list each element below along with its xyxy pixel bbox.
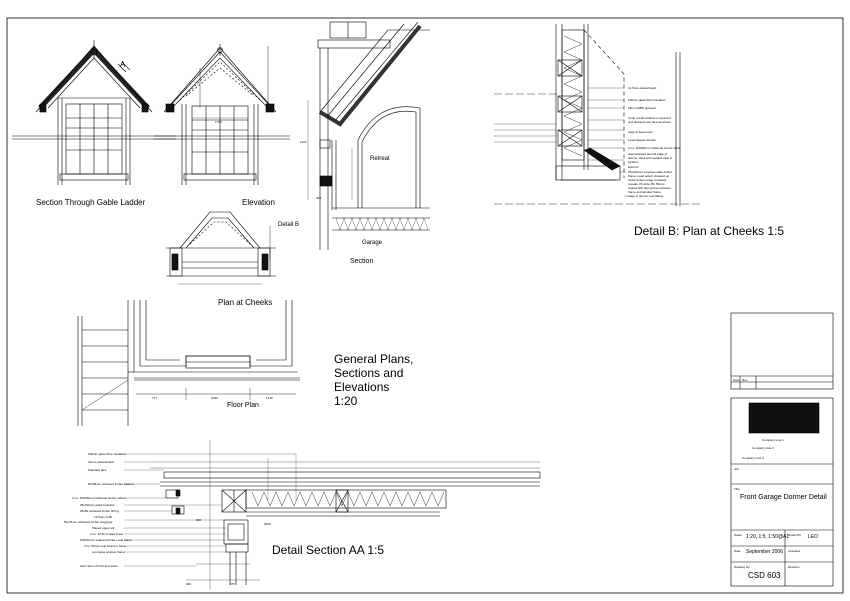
annotation-aa: 35x100mm joists boarded [80,503,115,507]
annotation-b: edge of lead cover [628,130,653,134]
dim-text: 375 [230,582,236,586]
annotation-aa: 100mm glass fibre insulation [88,452,127,456]
annotation-aa: Planed upper sill [92,526,115,530]
section-drawing [307,21,430,250]
annotation-aa: 2 no. 100x50mm softwood timber rafters [72,496,126,500]
annotation-b: 12.5mm plasterboard [628,86,657,90]
dim-text: 1750 [215,120,222,124]
label-plan-at-cheeks: Plan at Cheeks [218,298,273,307]
tb-date-label2: Date [734,549,741,553]
annotation-b: Lead capped cheeks [628,138,656,142]
tb-revision-label: Revision [788,565,800,569]
tb-date-value: September 2006 [746,549,783,555]
label-detail-section-aa: Detail Section AA 1:5 [272,543,385,557]
annotation-aa: Standard tiles [88,468,107,472]
plan-at-cheeks-drawing [166,211,276,285]
dim-text: 200 [196,518,202,522]
dim-text: 1100 [300,140,307,144]
section-marker-a: A [120,60,126,69]
dim-text: 1215 [266,396,273,400]
general-plans-line: Elevations [334,380,390,394]
annotation-b: 18mm WBP plywood [628,106,656,110]
sheet-border [6,17,844,594]
annotation-b: lead roll [628,165,639,169]
annotation-b: Code 4 lead soakers to plywood and dress… [628,116,671,124]
annotation-aa: 2 no. 12.5mm lead sheet [90,532,124,536]
tb-job-label: Job [734,467,739,471]
detail-b-drawing [494,24,700,206]
annotation-aa: a purpose window frame [92,550,125,554]
annotation-b: 75x100mm purpose made timber frame. Lead… [628,170,673,194]
gable-section-drawing [12,40,176,185]
tb-checked-label: Checked [788,549,800,553]
elevation-drawing [154,44,290,185]
tb-rev-label: Rev [742,378,748,382]
label-floor-plan: Floor Plan [227,402,259,409]
label-section: Section [350,258,374,265]
tb-logo-line: Company Line 2 [752,446,774,450]
annotation-b: 2 no. 100x50mm softwood timber studs [628,146,681,150]
tb-scale-label: Scale [734,533,742,537]
dim-text: 360 [186,582,192,586]
annotation-b: 100mm glass fibre insulation [628,98,667,102]
dim-text: 1050 [211,396,218,400]
tb-drawing-no-label: Drawing No [734,565,750,569]
annotation-aa: 2 no. 50mm sole board to base [84,544,126,548]
tb-drawn-value: LEO [808,534,819,540]
annotation-aa: 50x38mm softwood timber battens [88,482,134,486]
annotation-aa: 50x75mm softwood timber noggings [64,520,113,524]
dim-text: 777 [152,396,158,400]
label-detail-b-ref: Detail B [278,222,300,228]
general-plans-line: Sections and [334,366,404,380]
dim-text: 300 [316,196,322,200]
label-section-gable-ladder: Section Through Gable Ladder [36,198,146,207]
tb-drawing-no-value: CSD 603 [748,571,781,580]
tb-date-label: Date [733,378,740,382]
annotation-aa: 12.5mm soffit [94,515,112,519]
general-plans-line: 1:20 [334,394,358,408]
tb-title-value: Front Garage Dormer Detail [740,494,827,501]
general-plans-title: General Plans, Sections and Elevations 1… [334,352,454,408]
label-detail-b-title: Detail B: Plan at Cheeks 1:5 [634,224,785,238]
annotation-b: lead wrapped around edge of dormer, fixe… [628,152,673,164]
annotation-aa: 100x50mm softwood timber sole frame [80,538,132,542]
annotation-aa: outer face of brick and stone [80,564,118,568]
dim-text: 2620 [264,522,271,526]
annotation-aa: 12mm plasterboard [88,460,114,464]
annotation-aa: 25x50 softwood timber firring [80,509,119,513]
tb-logo-line: Company Line 3 [742,456,764,460]
label-garage: Garage [362,240,383,246]
tb-drawn-label: Drawn By [788,533,802,537]
title-block [730,312,834,587]
general-plans-line: General Plans, [334,352,414,366]
annotation-b: edge of dormer roof above [628,194,664,198]
tb-title-label: Title [734,487,740,491]
floor-plan-drawing [77,300,300,426]
tb-logo-line: Company Line 1 [762,438,784,442]
label-elevation: Elevation [242,198,275,207]
detail-section-aa-drawing [124,440,541,590]
tb-scale-value: 1:20, 1:5, 1:50@A1 [746,534,790,540]
label-retreat: Retreat [370,156,390,162]
